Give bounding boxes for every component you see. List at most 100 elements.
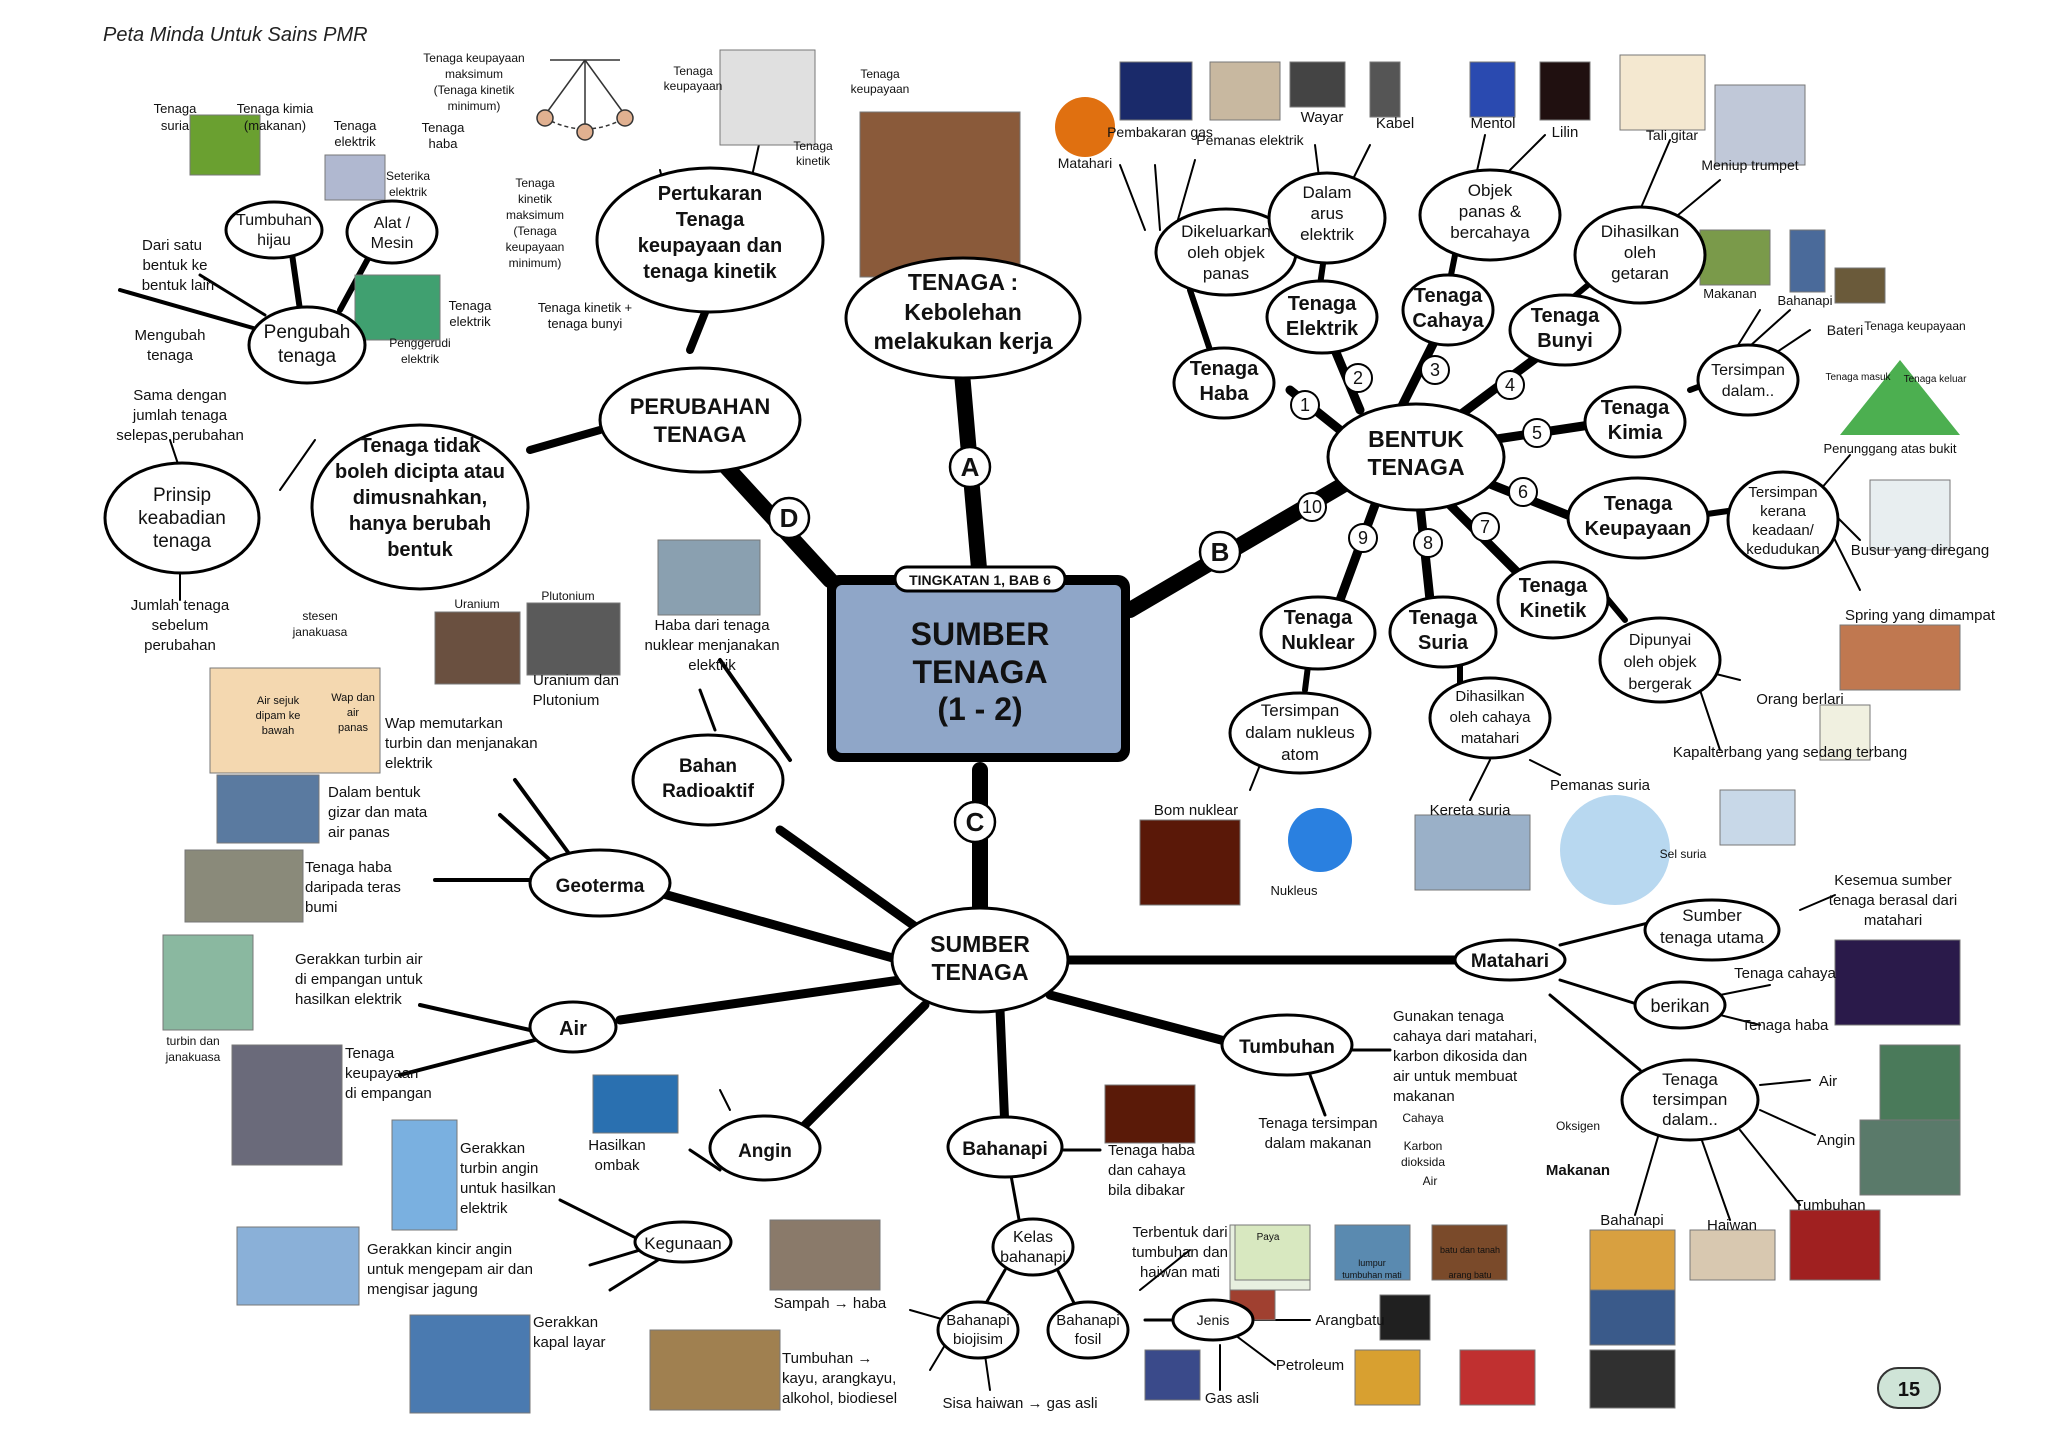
cahaya-node-1: Objek xyxy=(1468,181,1513,200)
kinetik-node-2: oleh objek xyxy=(1624,654,1698,671)
jenis-petroleum: Petroleum xyxy=(1276,1357,1344,1374)
form-elektrik-1: Tenaga xyxy=(1288,293,1357,315)
suria-item-sel: Sel suria xyxy=(1660,847,1707,861)
form-numbers: 1 2 3 4 5 6 7 8 9 10 xyxy=(1300,360,1542,553)
geo-diagram-dipam: dipam ke xyxy=(256,710,301,722)
nuclear-bomb-image xyxy=(1139,819,1241,906)
bounce-5: Tenaga xyxy=(793,139,833,153)
sumber-tenaga-2: TENAGA xyxy=(931,959,1028,985)
tersimpan-item-air: Air xyxy=(1819,1073,1837,1090)
cahaya-item-lilin: Lilin xyxy=(1552,124,1579,141)
src-air: Air xyxy=(559,1018,587,1040)
seterika-3: Tenaga xyxy=(422,120,465,135)
form-nuklear-1: Tenaga xyxy=(1284,607,1353,629)
tersimpan-item-bahanapi: Bahanapi xyxy=(1600,1212,1663,1229)
prinsip-top-3: selepas perubahan xyxy=(116,427,244,444)
spring-image xyxy=(1839,624,1961,691)
biomass-image xyxy=(649,1329,781,1411)
form-suria-1: Tenaga xyxy=(1409,607,1478,629)
solar-house-image xyxy=(1560,795,1670,905)
dam-image xyxy=(231,1044,343,1166)
nuklear-node-3: atom xyxy=(1281,745,1319,764)
radioaktif-plutonium: Plutonium xyxy=(541,589,594,603)
geo-diagram-bawah: bawah xyxy=(262,725,294,737)
law-4: hanya berubah xyxy=(349,513,491,535)
tumbuhan-note-b-2: dalam makanan xyxy=(1265,1135,1372,1152)
leaf-label-makanan: Makanan xyxy=(1546,1162,1610,1179)
kimia-extra-bukit: Penunggang atas bukit xyxy=(1824,441,1957,456)
bounce-6: kinetik xyxy=(796,154,831,168)
pertukaran-2: Tenaga xyxy=(676,209,745,231)
kinetik-node-3: bergerak xyxy=(1628,676,1692,693)
form-num-8: 8 xyxy=(1423,533,1433,553)
pertukaran-4: tenaga kinetik xyxy=(643,261,777,283)
berikan-item-cahaya: Tenaga cahaya xyxy=(1734,965,1836,982)
tumbuhan-note-1: Gunakan tenaga xyxy=(1393,1008,1505,1025)
geoterma-c-1: Wap memutarkan xyxy=(385,715,503,732)
seterika-6: elektrik xyxy=(389,185,428,199)
matahari-note-3: matahari xyxy=(1864,912,1922,929)
pengubah-item-2-2: bentuk ke xyxy=(142,257,207,274)
tumbuhan-note-b-1: Tenaga tersimpan xyxy=(1258,1115,1377,1132)
biojisim-sisa: Sisa haiwan → gas asli xyxy=(942,1395,1097,1412)
pendulum-4: minimum) xyxy=(448,99,501,113)
form-kinetik-2: Kinetik xyxy=(1520,600,1588,622)
sailboat-image xyxy=(409,1314,531,1414)
page-number-badge: 15 xyxy=(1877,1367,1941,1409)
leaf-label-cahaya: Cahaya xyxy=(1402,1111,1444,1125)
wave-image xyxy=(592,1074,679,1134)
page-header: Peta Minda Untuk Sains PMR xyxy=(103,24,368,46)
perubahan-tenaga-2: TENAGA xyxy=(654,422,747,447)
water-turbine-image xyxy=(162,934,254,1031)
text-layer: TINGKATAN 1, BAB 6 SUMBER TENAGA (1 - 2)… xyxy=(116,51,1996,1412)
form-keupayaan-1: Tenaga xyxy=(1604,493,1673,515)
elektrik-node-2: arus xyxy=(1310,204,1343,223)
bounce-4: keupayaan xyxy=(851,82,910,96)
bulb-image xyxy=(1469,61,1516,118)
prinsip-bottom-2: sebelum xyxy=(152,617,209,634)
suria-item-pemanas: Pemanas suria xyxy=(1550,777,1651,794)
geothermal-diagram xyxy=(209,667,381,774)
tenaga-def-1: TENAGA : xyxy=(908,269,1018,295)
fire-image xyxy=(1104,1084,1196,1144)
geoterma-b-3: air panas xyxy=(328,824,390,841)
suria-node-3: matahari xyxy=(1461,730,1519,747)
src-angin: Angin xyxy=(738,1141,792,1162)
wire-image xyxy=(1289,61,1346,108)
pengubah-2: tenaga xyxy=(278,346,337,367)
geyser-image xyxy=(216,774,320,844)
biojisim-tumbuhan-3: alkohol, biodiesel xyxy=(782,1390,897,1407)
radioaktif-b-1: Haba dari tenaga xyxy=(654,617,770,634)
geo-diagram-panas: panas xyxy=(338,722,368,734)
seterika-1: Tenaga xyxy=(334,118,377,133)
fosil-note-1: Terbentuk dari xyxy=(1132,1224,1227,1241)
haba-node-1: Dikeluarkan xyxy=(1181,222,1271,241)
swamp-image xyxy=(1234,1224,1311,1281)
src-radioaktif-1: Bahan xyxy=(679,756,737,777)
bunyi-item-trumpet: Meniup trumpet xyxy=(1701,157,1798,173)
kegunaan-3-1: Gerakkan xyxy=(533,1314,598,1331)
form-kimia-1: Tenaga xyxy=(1601,397,1670,419)
kegunaan-1-4: elektrik xyxy=(460,1200,508,1217)
pengubah-item-2-1: Dari satu xyxy=(142,237,202,254)
guitar-image xyxy=(1619,54,1706,131)
form-haba-1: Tenaga xyxy=(1190,358,1259,380)
kegunaan-1-1: Gerakkan xyxy=(460,1140,525,1157)
solar-car-image xyxy=(1414,814,1531,891)
bunyi-item-gitar: Tali gitar xyxy=(1646,127,1698,143)
gerudi-3: Tenaga kinetik + xyxy=(538,300,632,315)
tumbuhan-note-suria-2: suria xyxy=(161,118,190,133)
geoterma-a-1: Tenaga haba xyxy=(305,859,392,876)
bahanapi-note-3: bila dibakar xyxy=(1108,1182,1185,1199)
oil-platform-image xyxy=(1354,1349,1421,1406)
geo-diagram-wap: Wap dan xyxy=(331,692,375,704)
prinsip-3: tenaga xyxy=(153,531,212,552)
branch-letter-b: B xyxy=(1211,537,1230,567)
nuklear-item-nukleus: Nukleus xyxy=(1271,883,1318,898)
wind-turbine-image xyxy=(391,1119,458,1231)
sun-rays-image xyxy=(1834,939,1961,1026)
bow-image xyxy=(1869,479,1951,551)
tersimpan-3: dalam.. xyxy=(1662,1110,1718,1129)
center-box xyxy=(827,565,1130,762)
pendulum-9: keupayaan xyxy=(506,240,565,254)
